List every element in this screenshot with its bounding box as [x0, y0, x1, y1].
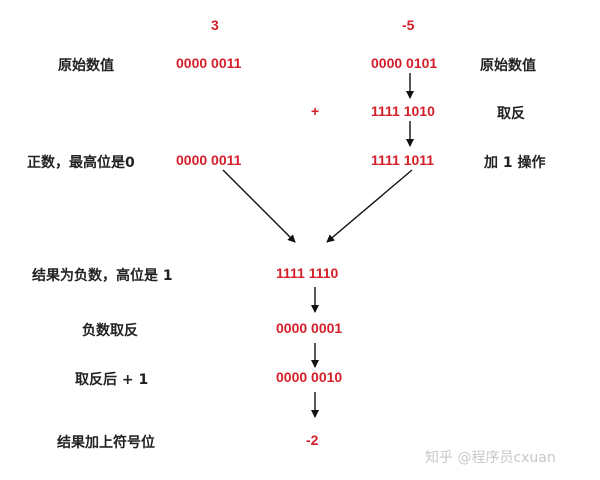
- label-final: 结果加上符号位: [57, 435, 155, 451]
- label-original-left: 原始数值: [58, 58, 114, 74]
- binary-invert-right: 1111 1010: [371, 103, 435, 119]
- label-plus-one: 加 1 操作: [484, 155, 546, 171]
- label-positive: 正数，最高位是0: [27, 155, 135, 171]
- binary-neg-invert: 0000 0001: [276, 320, 343, 336]
- plus-sign: +: [311, 103, 320, 119]
- binary-plus-one-result: 0000 0010: [276, 369, 343, 385]
- binary-original-left: 0000 0011: [176, 55, 242, 71]
- binary-plus-one-right: 1111 1011: [371, 152, 435, 168]
- label-invert: 取反: [497, 106, 525, 122]
- label-original-right: 原始数值: [480, 58, 536, 74]
- watermark: 知乎 @程序员cxuan: [425, 450, 556, 466]
- label-neg-invert: 负数取反: [82, 323, 138, 339]
- label-plus-one-result: 取反后 + 1: [75, 372, 149, 388]
- value-minus-five: -5: [402, 17, 415, 33]
- label-sum: 结果为负数，高位是 1: [32, 268, 173, 284]
- binary-positive-left: 0000 0011: [176, 152, 242, 168]
- binary-original-right: 0000 0101: [371, 55, 438, 71]
- final-value: -2: [306, 432, 319, 448]
- value-three: 3: [211, 17, 219, 33]
- binary-sum: 1111 1110: [276, 265, 339, 281]
